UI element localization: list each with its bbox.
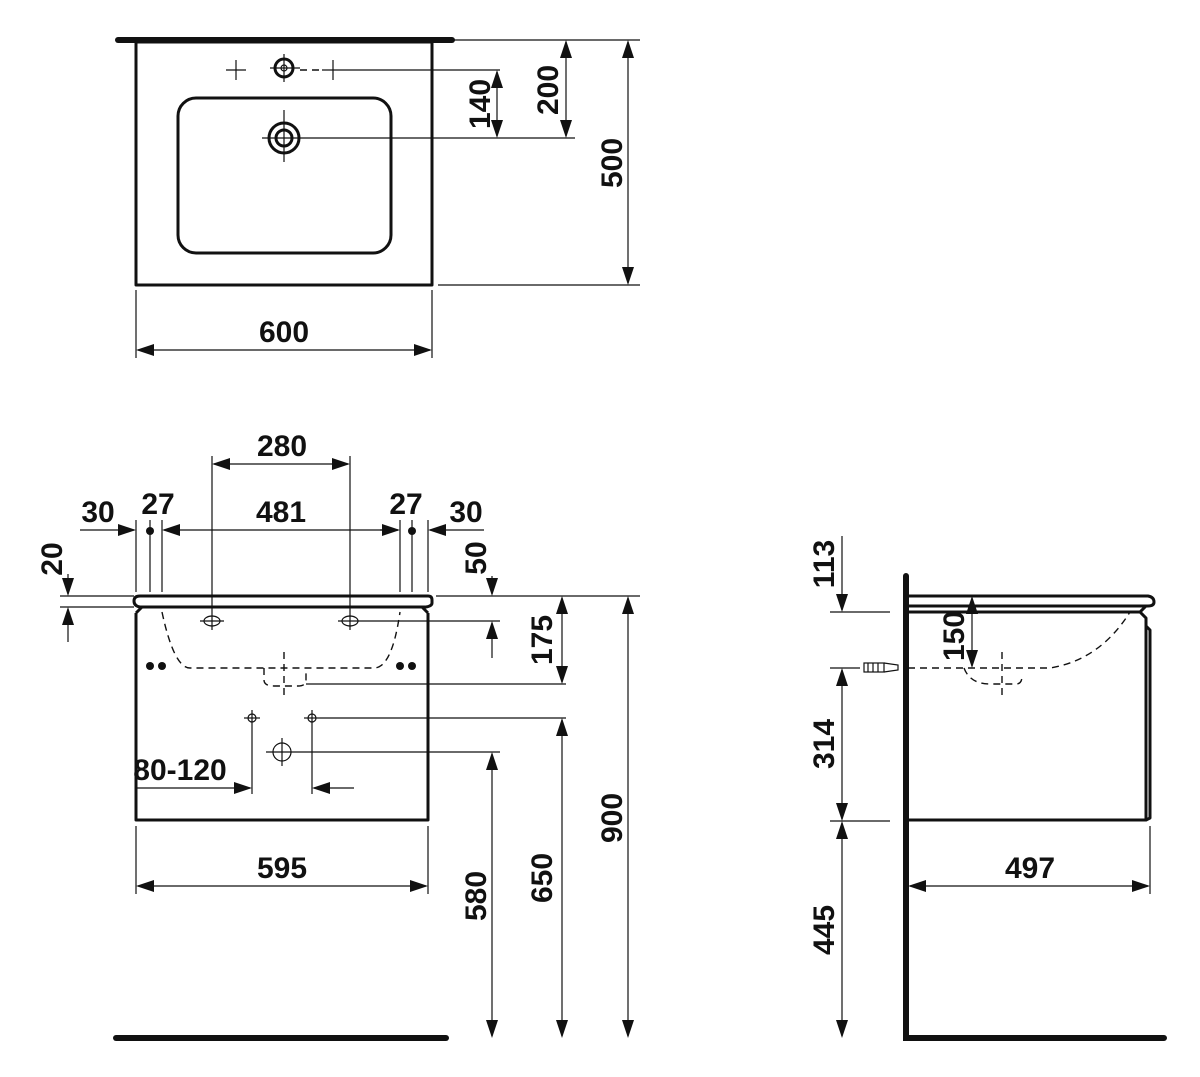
tap-offset-label: 140 bbox=[464, 79, 497, 129]
left-edge-label: 30 bbox=[81, 496, 114, 529]
side-hidden-drain bbox=[963, 667, 1023, 685]
drawer-handle bbox=[1144, 624, 1152, 822]
optional-hole-right-icon bbox=[322, 60, 344, 80]
supply-hole-left-icon bbox=[244, 710, 260, 726]
cabinet-outline bbox=[134, 613, 430, 822]
bracket-hole-right-icon bbox=[338, 612, 362, 630]
overall-height-label: 900 bbox=[596, 793, 629, 843]
depth-label: 500 bbox=[596, 138, 629, 188]
waste-range-label: 80-120 bbox=[133, 754, 226, 787]
drawer-height-label: 314 bbox=[808, 719, 841, 769]
inner-width-label: 481 bbox=[256, 496, 306, 529]
side-cabinet-outline bbox=[908, 610, 1148, 822]
drain-icon bbox=[262, 110, 306, 162]
side-hidden-bowl bbox=[908, 611, 1131, 669]
cabinet-width-label: 595 bbox=[257, 852, 307, 885]
optional-hole-left-icon bbox=[226, 60, 246, 80]
fixing-dot bbox=[396, 662, 404, 670]
top-thickness-label: 20 bbox=[36, 542, 69, 575]
bracket-hole-left-icon bbox=[200, 612, 224, 630]
side-basin-slab bbox=[908, 594, 1156, 608]
fixing-dot bbox=[158, 662, 166, 670]
bowl-depth-label: 175 bbox=[526, 615, 559, 665]
basin-outline bbox=[134, 40, 434, 287]
hidden-bowl-line bbox=[161, 611, 401, 669]
floor-clearance-label: 445 bbox=[808, 905, 841, 955]
top-view: 140 200 500 600 bbox=[115, 37, 640, 358]
waste-outlet-icon bbox=[266, 738, 298, 766]
side-view-wall-floor bbox=[903, 573, 1167, 1041]
right-edge-label: 30 bbox=[449, 496, 482, 529]
bowl-outline bbox=[176, 96, 393, 255]
supply-hole-right-icon bbox=[304, 710, 320, 726]
hidden-drain-line bbox=[263, 668, 307, 687]
fixing-dot bbox=[146, 662, 154, 670]
width-label: 600 bbox=[259, 316, 309, 349]
rim-height-label: 113 bbox=[808, 540, 841, 588]
trap-height-label: 150 bbox=[938, 611, 971, 661]
drain-offset-label: 200 bbox=[532, 65, 565, 115]
basin-top-slab bbox=[132, 594, 434, 609]
hole-depth-label: 50 bbox=[460, 541, 493, 574]
supply-height-label: 650 bbox=[526, 853, 559, 903]
right-pair-label: 27 bbox=[389, 488, 422, 521]
tap-hole-icon bbox=[270, 54, 300, 82]
wall-anchor-icon bbox=[863, 662, 899, 673]
bracket-spacing-label: 280 bbox=[257, 430, 307, 463]
waste-height-label: 580 bbox=[460, 871, 493, 921]
cabinet-depth-label: 497 bbox=[1005, 852, 1055, 885]
front-view: 280 481 30 27 27 30 20 50 bbox=[36, 430, 640, 1041]
fixing-dot bbox=[408, 662, 416, 670]
side-view: 113 314 445 150 497 bbox=[808, 536, 1167, 1041]
left-pair-label: 27 bbox=[141, 488, 174, 521]
